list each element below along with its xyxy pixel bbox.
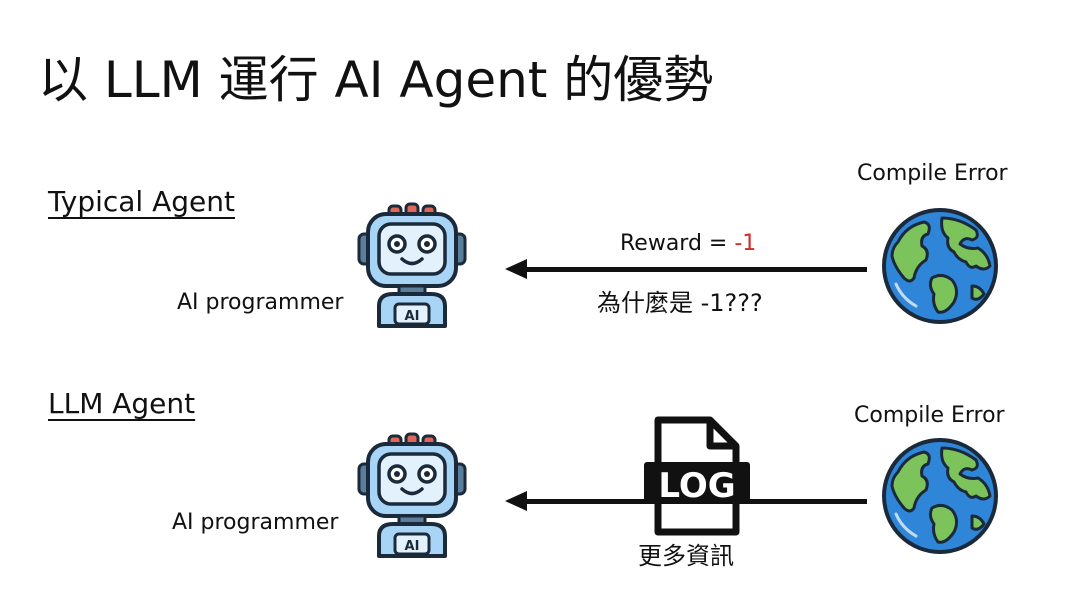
- arrow-shaft: [523, 267, 867, 272]
- env-label-typical: Compile Error: [857, 161, 1008, 186]
- agent-label-llm: AI programmer: [172, 510, 339, 535]
- globe-icon: [880, 206, 1000, 326]
- env-label-llm: Compile Error: [854, 403, 1005, 428]
- section-label-typical-agent: Typical Agent: [48, 185, 235, 218]
- log-file-icon: LOG: [640, 414, 754, 538]
- agent-label-typical: AI programmer: [177, 290, 344, 315]
- reward-text: Reward = -1: [620, 230, 756, 258]
- robot-icon: AI: [356, 430, 468, 560]
- reward-value: -1: [734, 231, 757, 256]
- slide-title: 以 LLM 運行 AI Agent 的優勢: [38, 51, 714, 109]
- robot-icon: AI: [356, 200, 468, 330]
- svg-text:AI: AI: [405, 539, 420, 554]
- question-text: 為什麼是 -1???: [597, 289, 763, 317]
- globe-icon: [880, 436, 1000, 556]
- reward-prefix: Reward =: [620, 231, 735, 256]
- svg-text:AI: AI: [405, 309, 420, 324]
- log-label: LOG: [658, 466, 735, 506]
- arrow-typical: [505, 258, 867, 280]
- arrow-head: [505, 491, 527, 511]
- section-label-llm-agent: LLM Agent: [48, 387, 196, 420]
- arrow-head: [505, 259, 527, 279]
- more-info-text: 更多資訊: [638, 542, 734, 570]
